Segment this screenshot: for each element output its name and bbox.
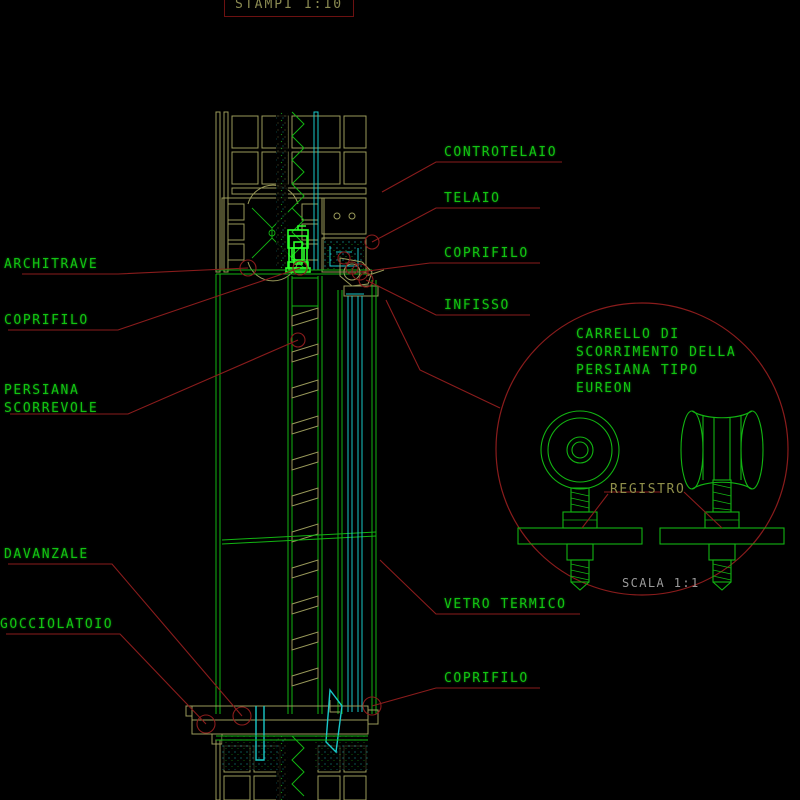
louver-slats [291, 307, 319, 687]
label-controtelaio[interactable]: CONTROTELAIO [444, 145, 558, 160]
lintel-assembly [215, 111, 385, 297]
leader-lines [6, 161, 580, 725]
sill-assembly [185, 688, 379, 800]
detail-scale-label: SCALA 1:1 [622, 576, 700, 590]
label-registro[interactable]: REGISTRO [610, 482, 686, 497]
label-coprifilo-right[interactable]: COPRIFILO [444, 246, 529, 261]
label-telaio[interactable]: TELAIO [444, 191, 501, 206]
label-coprifilo-bottom[interactable]: COPRIFILO [444, 671, 529, 686]
shutter-and-glazing [215, 274, 377, 714]
vetro-termico [346, 293, 364, 712]
label-vetro-termico[interactable]: VETRO TERMICO [444, 597, 567, 612]
label-davanzale[interactable]: DAVANZALE [4, 547, 89, 562]
detail-circle-carrello [495, 302, 789, 596]
label-gocciolatoio[interactable]: GOCCIOLATOIO [0, 617, 114, 632]
title-text: STAMPI 1:10 [235, 0, 344, 12]
registro-leaders [581, 491, 723, 529]
label-infisso[interactable]: INFISSO [444, 298, 510, 313]
label-persiana-scorrevole[interactable]: PERSIANA SCORREVOLE [4, 383, 99, 416]
detail-note-carrello[interactable]: CARRELLO DI SCORRIMENTO DELLA PERSIANA T… [576, 327, 737, 396]
leader-endpoints [196, 234, 382, 734]
title-block: STAMPI 1:10 [224, 0, 355, 17]
label-architrave[interactable]: ARCHITRAVE [4, 257, 99, 272]
label-coprifilo-left[interactable]: COPRIFILO [4, 313, 89, 328]
